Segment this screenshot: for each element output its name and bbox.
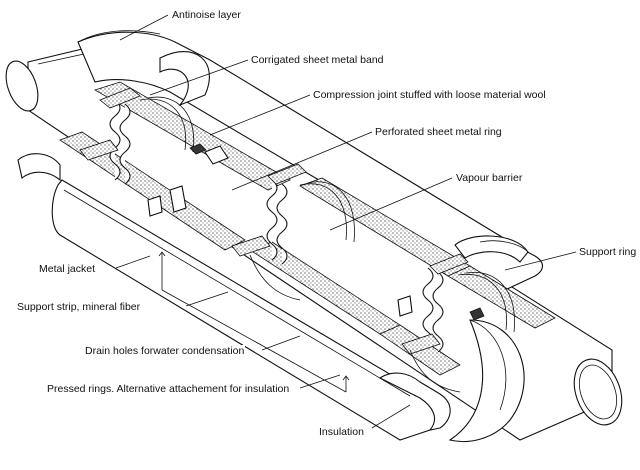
- compression-joint-left: [79, 87, 141, 185]
- lower-jacket: [17, 153, 525, 443]
- label-insulation: Insulation: [318, 426, 365, 438]
- drain-hole-markers: [158, 251, 350, 393]
- compression-joint-right: [401, 253, 469, 355]
- label-drain-holes: Drain holes forwater condensation: [84, 345, 246, 357]
- label-compression-joint: Compression joint stuffed with loose mat…: [312, 89, 547, 101]
- compression-joint-middle: [231, 163, 307, 265]
- label-metal-jacket: Metal jacket: [38, 263, 97, 275]
- insulation-upper: [94, 81, 556, 329]
- label-support-ring: Support ring: [578, 246, 638, 258]
- label-pressed-rings: Pressed rings. Alternative attachement f…: [46, 383, 291, 395]
- support-rings: [139, 96, 515, 393]
- label-perforated-ring: Perforated sheet metal ring: [374, 126, 503, 138]
- leader-lines: [115, 14, 577, 429]
- label-vapour-barrier: Vapour barrier: [455, 172, 524, 184]
- label-support-strip: Support strip, mineral fiber: [16, 301, 142, 313]
- upper-jacket: [77, 30, 544, 291]
- label-corrugated-band: Corrigated sheet metal band: [250, 54, 385, 66]
- label-antinoise-layer: Antinoise layer: [171, 9, 242, 21]
- support-tabs: [147, 143, 485, 321]
